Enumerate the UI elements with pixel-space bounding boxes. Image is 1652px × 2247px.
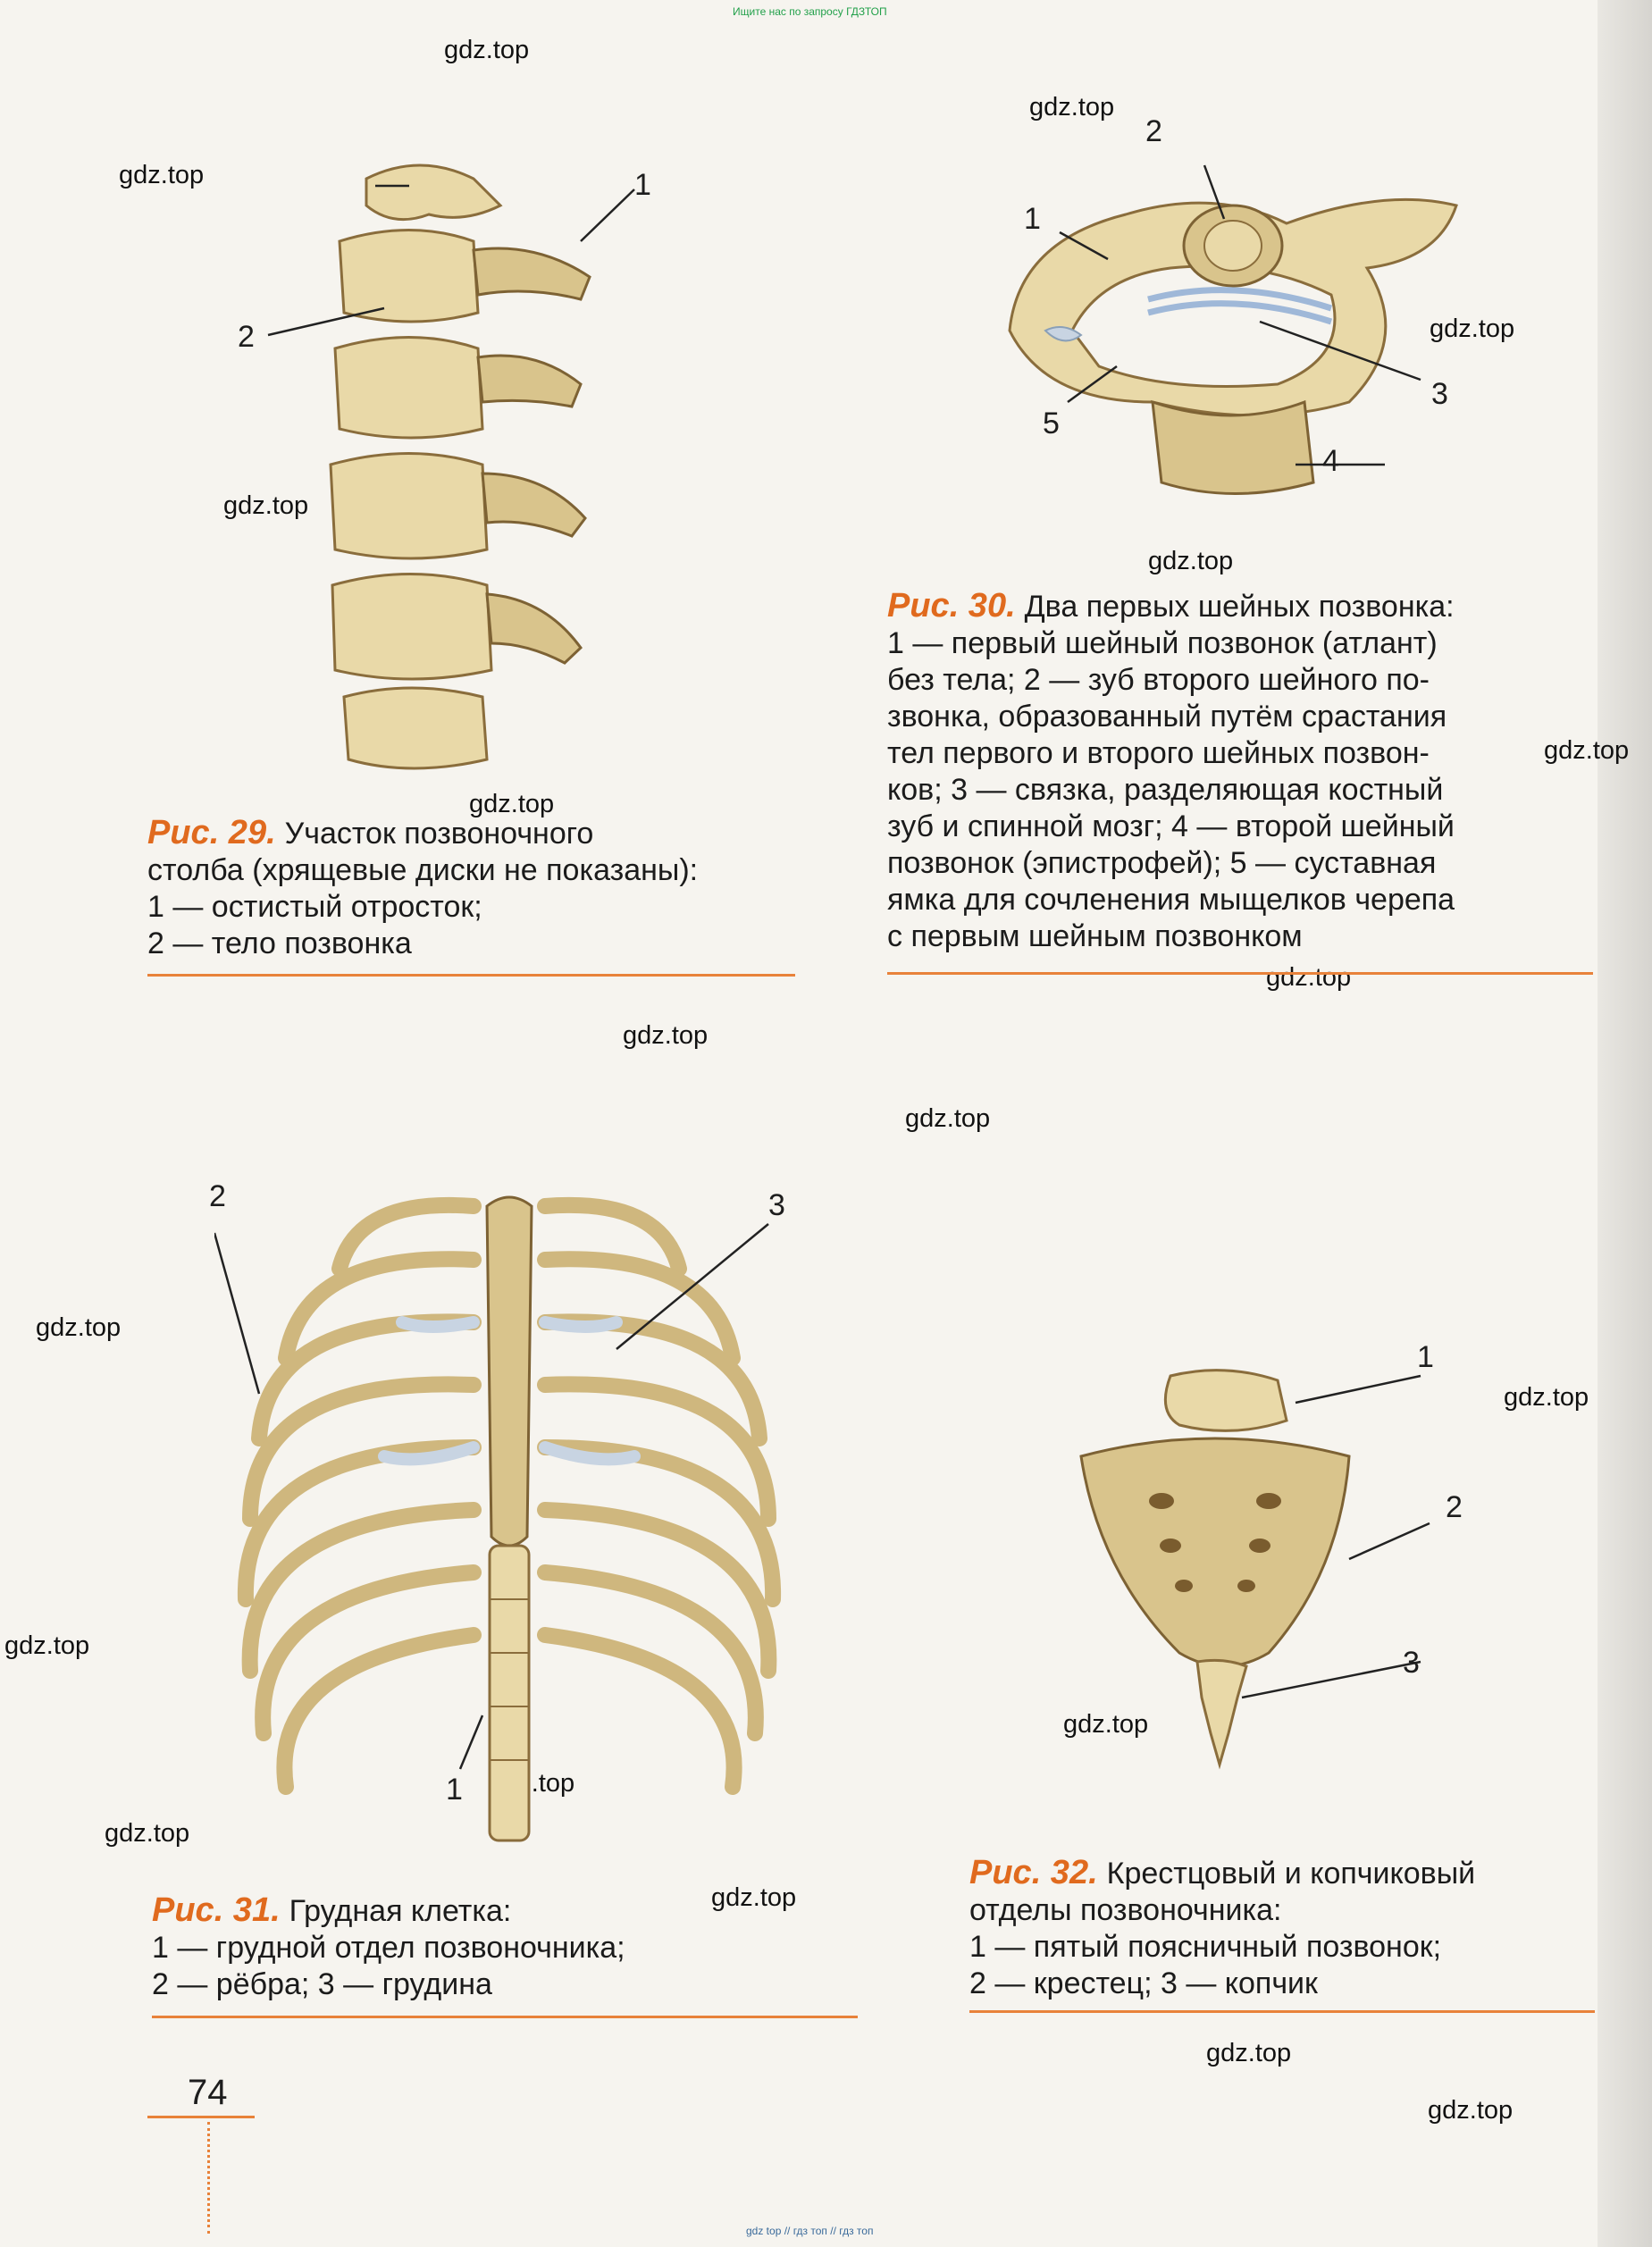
header-note: Ищите нас по запросу ГДЗТОП bbox=[733, 5, 887, 18]
page-number-rule bbox=[147, 2116, 255, 2118]
watermark: gdz.top bbox=[1206, 2039, 1292, 2067]
fig30-line: звонка, образованный путём срастания bbox=[887, 700, 1447, 734]
watermark: gdz.top bbox=[1504, 1383, 1589, 1412]
watermark: gdz.top bbox=[444, 36, 530, 64]
fig31-label-1: 1 bbox=[446, 1773, 463, 1807]
fig30-line: зуб и спинной мозг; 4 — второй шейный bbox=[887, 809, 1455, 843]
watermark: gdz.top bbox=[119, 161, 205, 189]
fig31-label-2: 2 bbox=[209, 1179, 226, 1213]
fig32-label-3: 3 bbox=[1403, 1646, 1420, 1680]
fig31-line: Грудная клетка: bbox=[289, 1894, 512, 1928]
fig32-label-1: 1 bbox=[1417, 1340, 1434, 1374]
fig32-line: отделы позвоночника: bbox=[969, 1893, 1282, 1927]
fig30-line: тел первого и второго шейных позвон- bbox=[887, 736, 1430, 770]
fig29-rule bbox=[147, 974, 795, 977]
fig29-line: 1 — остистый отросток; bbox=[147, 890, 482, 924]
sternum bbox=[485, 1195, 533, 1547]
fig30-line: с первым шейным позвонком bbox=[887, 919, 1303, 953]
fig31-line: 1 — грудной отдел позвоночника; bbox=[152, 1931, 625, 1965]
watermark: gdz.top bbox=[36, 1313, 122, 1342]
figure-32-illustration bbox=[1079, 1369, 1351, 1770]
watermark: gdz.top bbox=[1430, 314, 1515, 343]
page-number-dots bbox=[207, 2122, 210, 2234]
fig32-rule bbox=[969, 2010, 1595, 2013]
costal-cartilage bbox=[378, 1316, 641, 1466]
fig30-label-1: 1 bbox=[1024, 202, 1041, 236]
watermark: gdz.top bbox=[711, 1883, 797, 1912]
watermark: gdz.top bbox=[105, 1819, 190, 1848]
fig30-label-3: 3 bbox=[1431, 377, 1448, 411]
fig31-rule bbox=[152, 2016, 858, 2018]
watermark: gdz.top bbox=[1266, 963, 1352, 992]
fig31-line: 2 — рёбра; 3 — грудина bbox=[152, 1967, 492, 2001]
figure-31-illustration bbox=[237, 1195, 782, 1842]
coccyx bbox=[1195, 1658, 1248, 1770]
figure-30-leaders bbox=[1059, 164, 1421, 466]
fig29-line: 2 — тело позвонка bbox=[147, 926, 412, 960]
fig30-rule bbox=[887, 972, 1593, 975]
figure-29-illustration bbox=[329, 163, 591, 770]
fig29-label-2: 2 bbox=[238, 320, 255, 354]
fig29-line: столба (хрящевые диски не показаны): bbox=[147, 853, 699, 887]
vertebra-stack bbox=[329, 163, 591, 770]
watermark: gdz.top bbox=[469, 790, 555, 818]
fig29-label-1: 1 bbox=[634, 168, 651, 202]
fig29-line: Участок позвоночного bbox=[284, 817, 594, 851]
fig30-line: 1 — первый шейный позвонок (атлант) bbox=[887, 626, 1438, 660]
fig30-title: Рис. 30. bbox=[887, 587, 1016, 625]
fig30-label-5: 5 bbox=[1043, 407, 1060, 440]
fig32-label-2: 2 bbox=[1446, 1490, 1463, 1524]
page-edge bbox=[1597, 0, 1652, 2247]
fig30-line: ков; 3 — связка, разделяющая костный bbox=[887, 773, 1444, 807]
sacrum bbox=[1079, 1437, 1351, 1668]
fig31-label-3: 3 bbox=[768, 1188, 785, 1222]
fig32-caption: Рис. 32.Крестцовый и копчиковый отделы п… bbox=[969, 1855, 1595, 2002]
fig30-line: Два первых шейных позвонка: bbox=[1024, 590, 1455, 624]
fig31-caption: Рис. 31.Грудная клетка: 1 — грудной отде… bbox=[152, 1892, 867, 2003]
fig30-line: без тела; 2 — зуб второго шейного по- bbox=[887, 663, 1430, 697]
fifth-lumbar-vertebra bbox=[1163, 1369, 1288, 1432]
fig31-title: Рис. 31. bbox=[152, 1891, 281, 1929]
page-number: 74 bbox=[188, 2073, 228, 2112]
fig30-line: ямка для сочленения мыщелков черепа bbox=[887, 883, 1455, 917]
fig30-label-2: 2 bbox=[1145, 114, 1162, 148]
watermark: gdz.top bbox=[1063, 1710, 1149, 1739]
footer-note: gdz top // гдз топ // гдз топ bbox=[746, 2225, 874, 2237]
figure-29-leaders bbox=[267, 189, 635, 337]
watermark: gdz.top bbox=[1148, 547, 1234, 575]
watermark: gdz.top bbox=[1428, 2096, 1514, 2125]
thoracic-spine bbox=[488, 1544, 531, 1842]
watermark: gdz.top bbox=[905, 1104, 991, 1133]
fig30-caption: Рис. 30.Два первых шейных позвонка: 1 — … bbox=[887, 588, 1584, 955]
watermark: gdz.top bbox=[4, 1631, 90, 1660]
watermark: gdz.top bbox=[223, 491, 309, 520]
fig29-caption: Рис. 29.Участок позвоночного столба (хря… bbox=[147, 815, 862, 962]
watermark: gdz.top bbox=[1544, 736, 1630, 765]
fig32-title: Рис. 32. bbox=[969, 1854, 1098, 1891]
figure-30-illustration bbox=[1008, 197, 1458, 495]
fig29-title: Рис. 29. bbox=[147, 814, 276, 851]
figure-32-leaders bbox=[1241, 1374, 1430, 1699]
fig32-line: 2 — крестец; 3 — копчик bbox=[969, 1966, 1318, 2000]
fig32-line: 1 — пятый поясничный позвонок; bbox=[969, 1930, 1442, 1964]
figure-31-leaders bbox=[214, 1223, 769, 1770]
fig30-line: позвонок (эпистрофей); 5 — суставная bbox=[887, 846, 1437, 880]
fig30-label-4: 4 bbox=[1322, 444, 1339, 478]
watermark: gdz.top bbox=[623, 1021, 709, 1050]
watermark: gdz.top bbox=[1029, 93, 1115, 122]
fig32-line: Крестцовый и копчиковый bbox=[1106, 1857, 1476, 1891]
